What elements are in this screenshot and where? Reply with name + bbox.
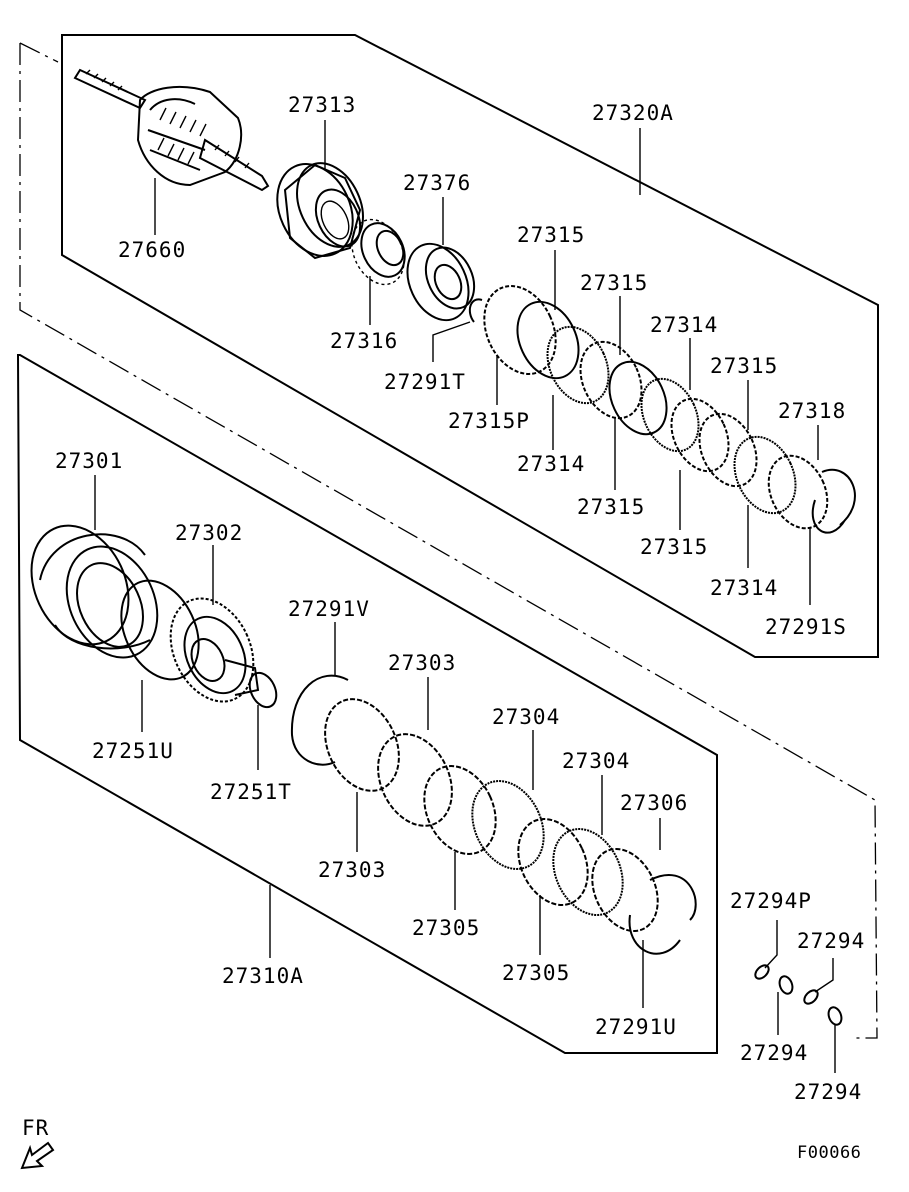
- label-27304-1[interactable]: 27304: [492, 705, 560, 729]
- label-27314-3[interactable]: 27314: [710, 576, 778, 600]
- label-27294-1[interactable]: 27294: [797, 929, 865, 953]
- drum-27301: [30, 524, 159, 659]
- label-27251U[interactable]: 27251U: [92, 739, 174, 763]
- label-27315-3[interactable]: 27315: [710, 354, 778, 378]
- figure-code: F00066: [797, 1143, 861, 1163]
- label-27314-2[interactable]: 27314: [517, 452, 585, 476]
- front-arrow-icon: [20, 1141, 55, 1170]
- label-27315-5[interactable]: 27315: [640, 535, 708, 559]
- hub-27302: [169, 597, 260, 703]
- assembly-boundaries: [16, 34, 879, 1054]
- clutch-drum-27313: [276, 162, 364, 260]
- label-27306[interactable]: 27306: [620, 791, 688, 815]
- label-27315-2[interactable]: 27315: [580, 271, 648, 295]
- label-27315-1[interactable]: 27315: [517, 223, 585, 247]
- part-labels: 27660 27313 27320A 27376 27316 27291T 27…: [55, 93, 865, 1104]
- clutch-plates-lower: [324, 698, 697, 955]
- seal-ring-27251U: [120, 579, 200, 681]
- lower-assembly-boundary: [16, 354, 718, 1054]
- hub-27376: [406, 242, 476, 322]
- label-27314-1[interactable]: 27314: [650, 313, 718, 337]
- upper-assembly-boundary: [61, 34, 879, 658]
- label-27303-1[interactable]: 27303: [388, 651, 456, 675]
- label-27315P[interactable]: 27315P: [448, 409, 530, 433]
- label-27303-2[interactable]: 27303: [318, 858, 386, 882]
- label-27291T[interactable]: 27291T: [384, 370, 466, 394]
- label-27660[interactable]: 27660: [118, 238, 186, 262]
- snap-ring-27291T: [468, 298, 483, 323]
- label-27291V[interactable]: 27291V: [288, 597, 370, 621]
- label-27294-2[interactable]: 27294: [740, 1041, 808, 1065]
- clutch-plates-upper: [483, 285, 856, 534]
- front-marker-text: FR: [22, 1116, 49, 1140]
- label-27305-2[interactable]: 27305: [502, 961, 570, 985]
- label-27294P[interactable]: 27294P: [730, 889, 812, 913]
- label-27305-1[interactable]: 27305: [412, 916, 480, 940]
- seal-ring-27251T: [248, 671, 278, 709]
- label-27318[interactable]: 27318: [778, 399, 846, 423]
- label-27304-2[interactable]: 27304: [562, 749, 630, 773]
- snap-ring-27291V: [290, 674, 349, 766]
- bearing-27316: [351, 218, 406, 286]
- label-27294-3[interactable]: 27294: [794, 1080, 862, 1104]
- label-27301[interactable]: 27301: [55, 449, 123, 473]
- label-27251T[interactable]: 27251T: [210, 780, 292, 804]
- label-27310A[interactable]: 27310A: [222, 964, 304, 988]
- front-marker: FR: [20, 1116, 55, 1170]
- o-rings-27294: [754, 964, 843, 1026]
- label-27291U[interactable]: 27291U: [595, 1015, 677, 1039]
- label-27320A[interactable]: 27320A: [592, 101, 674, 125]
- label-27291S[interactable]: 27291S: [765, 615, 847, 639]
- label-27315-4[interactable]: 27315: [577, 495, 645, 519]
- shaft-27660: [73, 68, 270, 192]
- phantom-line: [19, 43, 878, 1039]
- label-27316[interactable]: 27316: [330, 329, 398, 353]
- label-27376[interactable]: 27376: [403, 171, 471, 195]
- label-27302[interactable]: 27302: [175, 521, 243, 545]
- leader-lines: [94, 120, 836, 1073]
- label-27313[interactable]: 27313: [288, 93, 356, 117]
